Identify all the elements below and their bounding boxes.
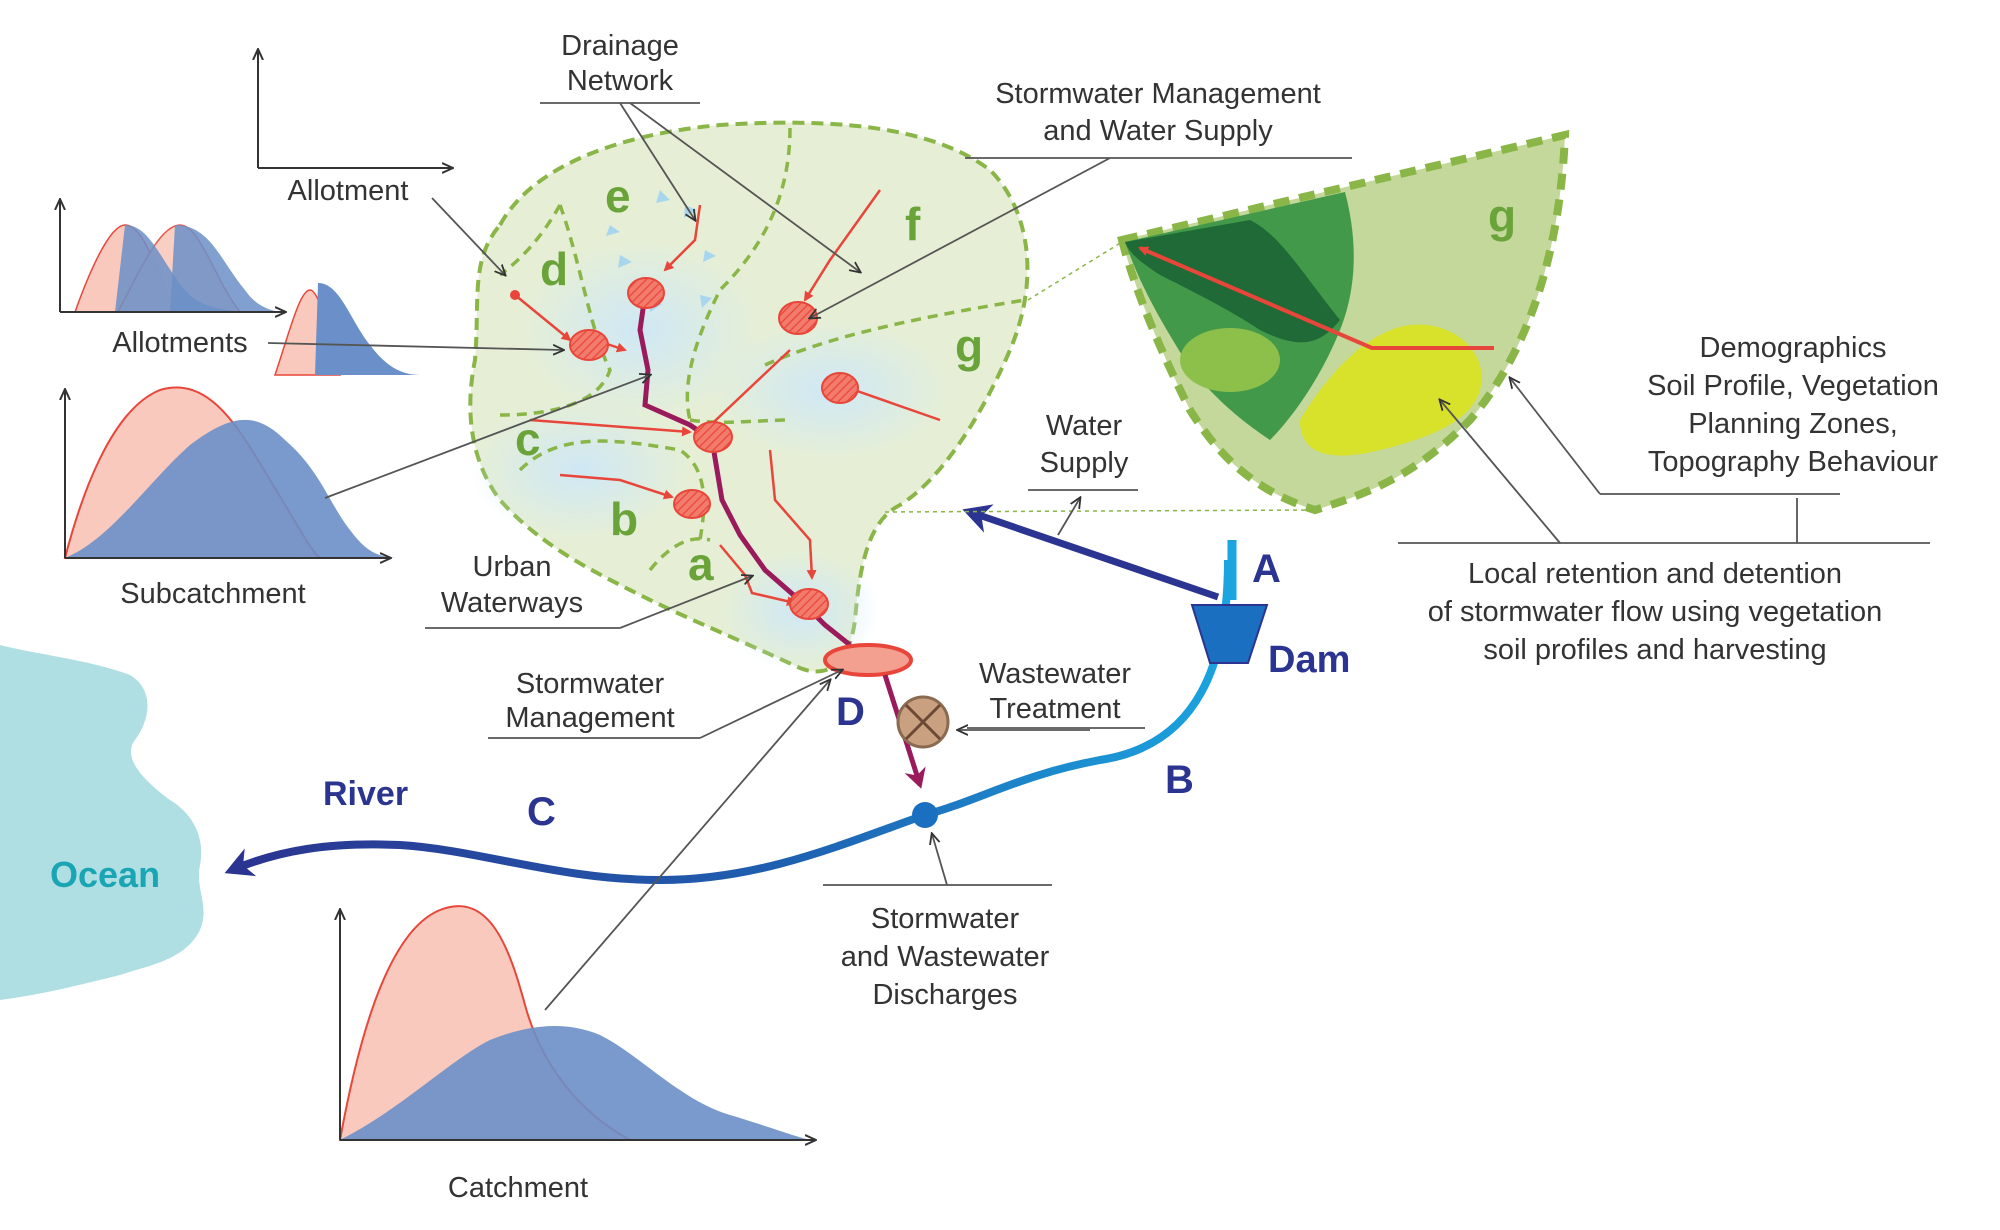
dam-icon bbox=[1190, 604, 1269, 664]
stormwater-supply-label-line1: Stormwater Management bbox=[995, 78, 1321, 110]
wastewater-treatment-label-line2: Treatment bbox=[989, 693, 1120, 725]
leader-lines bbox=[267, 102, 1930, 1011]
retention-node-c bbox=[693, 421, 733, 453]
stormwater-management-label-line2: Management bbox=[505, 702, 674, 734]
retention-label-line2: of stormwater flow using vegetation bbox=[1428, 596, 1883, 628]
text-labels: Drainage Network Stormwater Management a… bbox=[112, 30, 1939, 1204]
hydrograph-allotments bbox=[60, 200, 420, 376]
drainage-network-label-line2: Network bbox=[567, 65, 674, 97]
retention-node-b bbox=[673, 489, 711, 519]
river-label: River bbox=[323, 775, 408, 813]
catchment-label: Catchment bbox=[448, 1172, 588, 1204]
demographics-label-line4: Topography Behaviour bbox=[1648, 446, 1939, 478]
allotment-label: Allotment bbox=[288, 175, 409, 207]
key-d-label: D bbox=[836, 690, 865, 734]
retention-label-line3: soil profiles and harvesting bbox=[1483, 634, 1826, 666]
urban-waterways-label-line2: Waterways bbox=[441, 587, 583, 619]
zone-a-label: a bbox=[688, 538, 714, 590]
zone-f-label: f bbox=[905, 198, 921, 250]
retention-nodes bbox=[569, 277, 859, 620]
retention-label-line1: Local retention and detention bbox=[1468, 558, 1842, 590]
water-supply-label-line1: Water bbox=[1046, 410, 1123, 442]
drainage-network-label-line1: Drainage bbox=[561, 30, 679, 62]
key-a-label: A bbox=[1252, 547, 1281, 591]
river-channel bbox=[224, 559, 1232, 885]
hydrograph-catchment bbox=[340, 905, 815, 1140]
ocean-label: Ocean bbox=[50, 854, 160, 895]
demographics-label-line2: Soil Profile, Vegetation bbox=[1647, 370, 1939, 402]
subcatchment-label: Subcatchment bbox=[120, 578, 305, 610]
zone-b-label: b bbox=[610, 493, 638, 545]
stormwater-management-label-line1: Stormwater bbox=[516, 668, 665, 700]
discharges-label-line1: Stormwater bbox=[871, 903, 1020, 935]
stormwater-supply-label-line2: and Water Supply bbox=[1043, 115, 1273, 147]
ocean-shape bbox=[0, 645, 204, 1000]
retention-node-d bbox=[569, 329, 609, 361]
discharge-point bbox=[912, 802, 938, 828]
zone-e-label: e bbox=[605, 170, 631, 222]
zone-g-label: g bbox=[955, 320, 983, 372]
water-supply-label-line2: Supply bbox=[1040, 447, 1129, 479]
discharges-label-line3: Discharges bbox=[872, 979, 1017, 1011]
retention-node-a bbox=[789, 588, 829, 620]
demographics-label-line3: Planning Zones, bbox=[1688, 408, 1898, 440]
allotment-point bbox=[510, 290, 520, 300]
retention-node-e bbox=[627, 277, 665, 309]
hydrograph-subcatchment bbox=[65, 386, 395, 558]
zone-g-detail-label: g bbox=[1488, 190, 1516, 242]
hydrograph-allotment bbox=[258, 50, 452, 168]
discharges-label-line2: and Wastewater bbox=[841, 941, 1050, 973]
retention-node-g bbox=[821, 372, 859, 404]
dam-label: Dam bbox=[1268, 639, 1350, 681]
water-supply-arrow bbox=[962, 504, 1220, 601]
demographics-label-line1: Demographics bbox=[1700, 332, 1887, 364]
key-b-label: B bbox=[1165, 758, 1194, 802]
zone-d-label: d bbox=[540, 243, 568, 295]
key-c-label: C bbox=[527, 790, 556, 834]
wastewater-treatment-label-line1: Wastewater bbox=[979, 658, 1131, 690]
zone-g-detail: g bbox=[1117, 129, 1570, 515]
zone-g-flow-line bbox=[1138, 246, 1494, 350]
wastewater-treatment-icon bbox=[896, 695, 950, 749]
allotments-label: Allotments bbox=[112, 327, 247, 359]
urban-waterways-label-line1: Urban bbox=[473, 551, 552, 583]
stormwater-management-basin bbox=[823, 643, 913, 677]
